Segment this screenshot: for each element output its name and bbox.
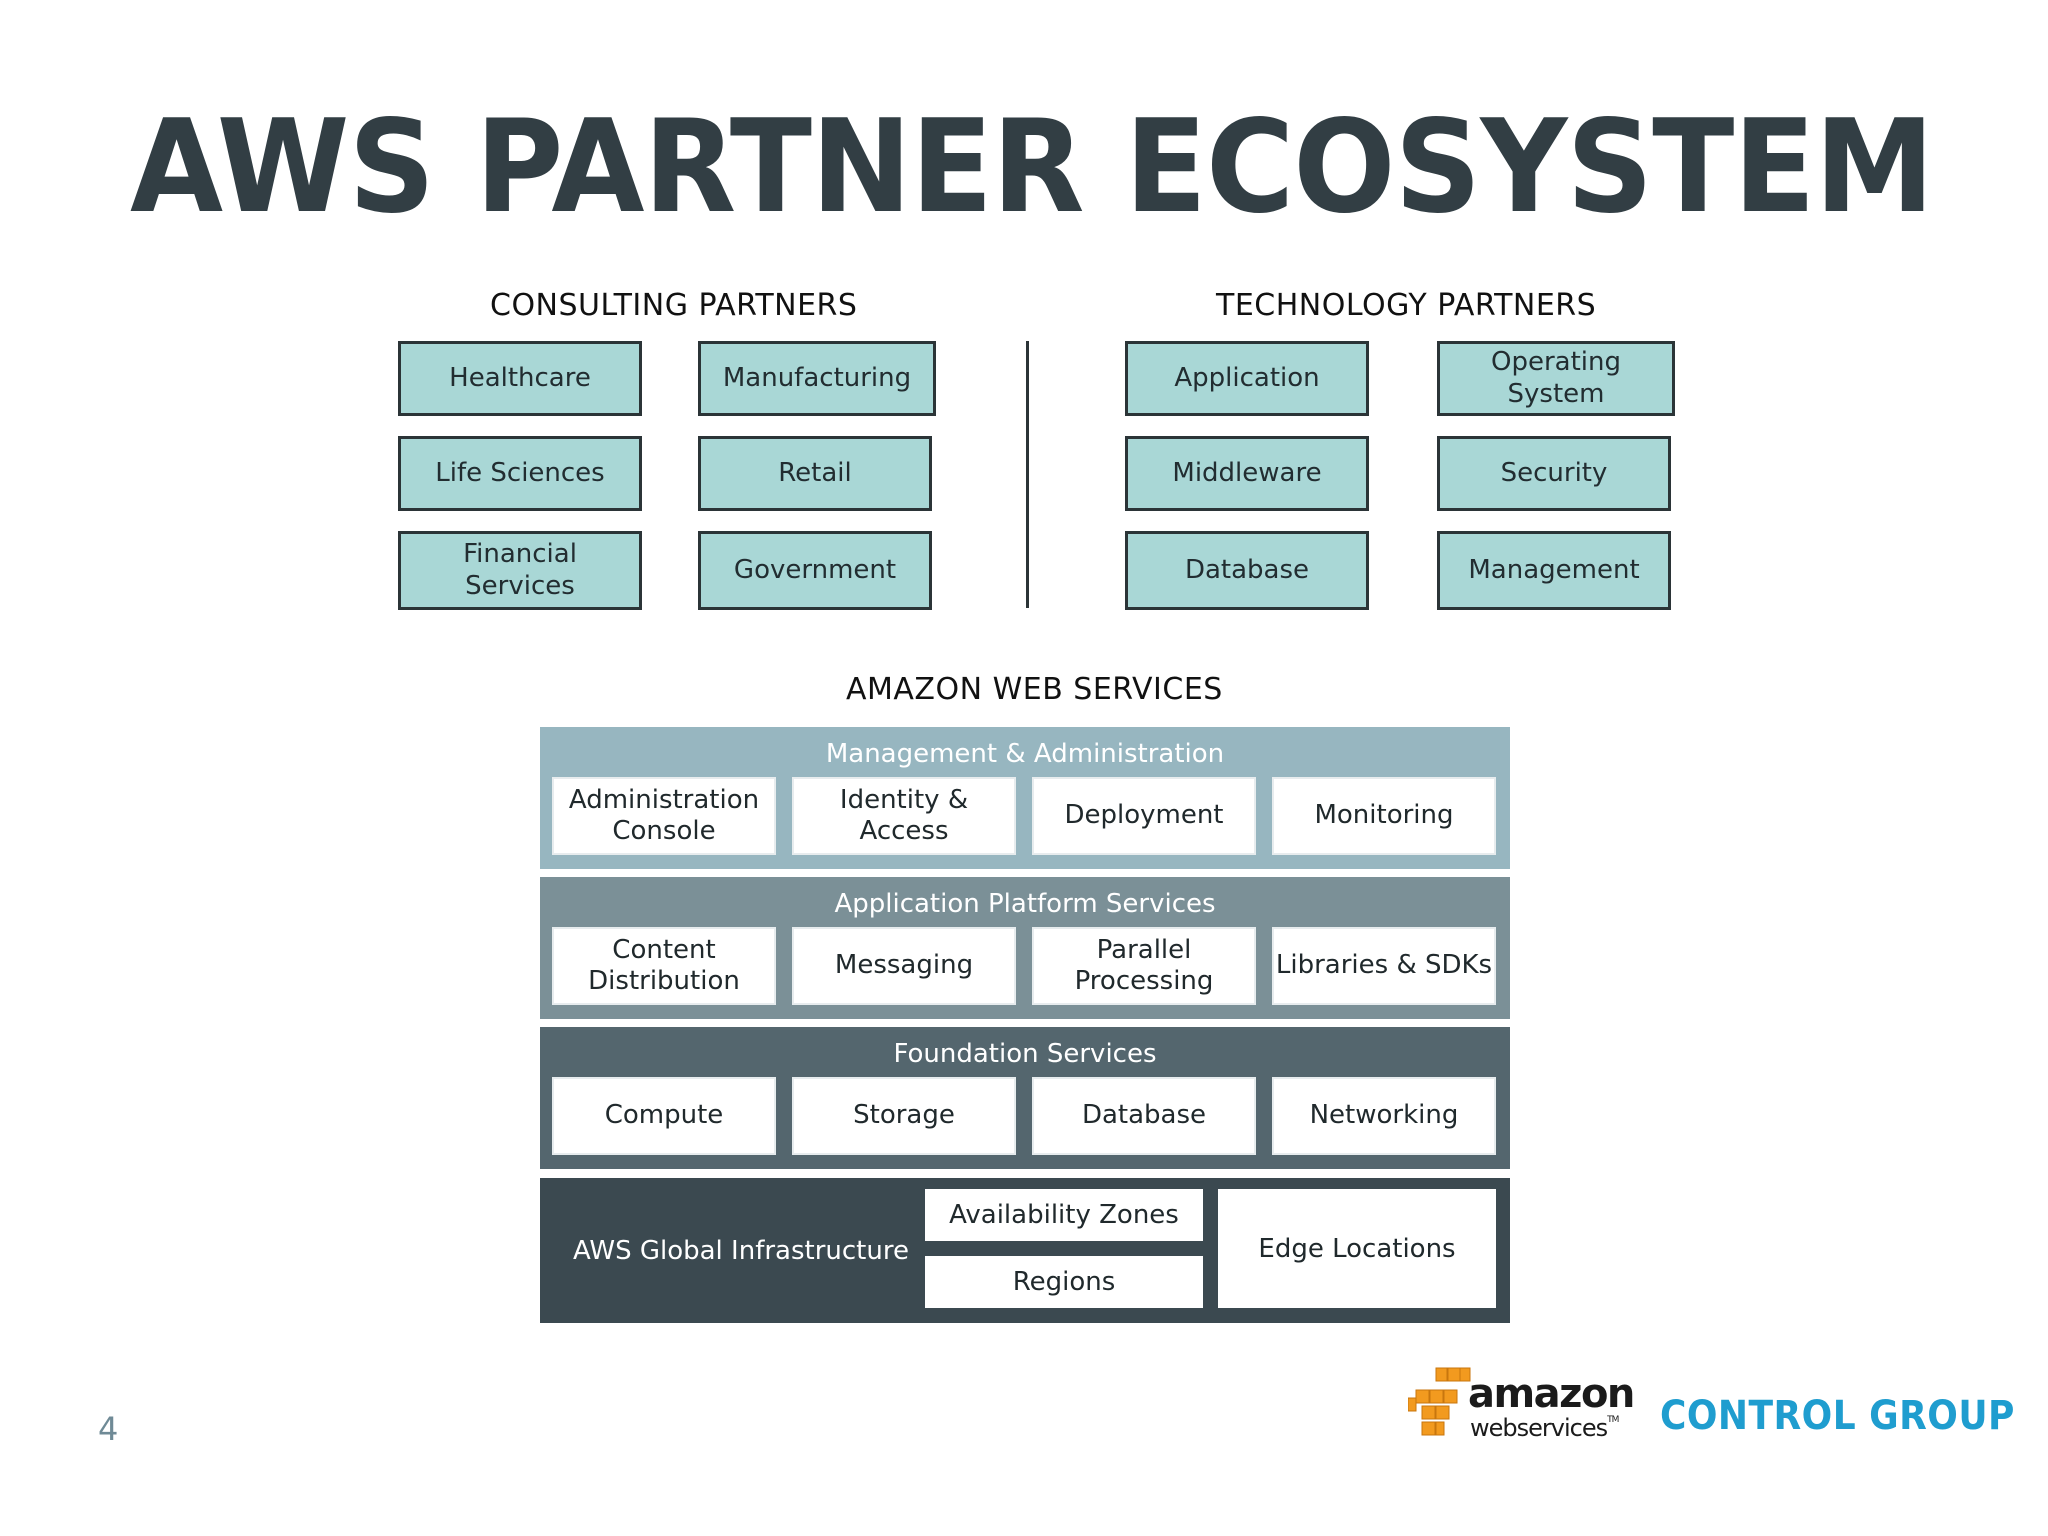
service-label: Messaging bbox=[834, 950, 974, 981]
aws-logo: amazon webservicesTM bbox=[1408, 1360, 1635, 1446]
consulting-partner-box: Life Sciences bbox=[398, 436, 642, 511]
aws-logo-wordmark: amazon bbox=[1468, 1371, 1635, 1417]
consulting-partner-box: Manufacturing bbox=[698, 341, 936, 416]
partner-label: Middleware bbox=[1172, 457, 1322, 488]
service-box: Storage bbox=[792, 1077, 1016, 1155]
partner-label: Life Sciences bbox=[435, 457, 605, 488]
foundation-services-layer-label: Foundation Services bbox=[893, 1039, 1157, 1069]
partner-label: Government bbox=[733, 554, 897, 585]
partner-label: Security bbox=[1500, 457, 1608, 488]
edge-locations-box: Edge Locations bbox=[1218, 1189, 1496, 1308]
service-box: Database bbox=[1032, 1077, 1256, 1155]
management-layer: Management & Administration Administrati… bbox=[540, 727, 1510, 869]
consulting-partner-box: Retail bbox=[698, 436, 932, 511]
page-title: AWS PARTNER ECOSYSTEM bbox=[130, 93, 1934, 242]
technology-partner-box: Middleware bbox=[1125, 436, 1369, 511]
aws-heading: AMAZON WEB SERVICES bbox=[846, 672, 1223, 707]
partner-label: Operating System bbox=[1491, 347, 1621, 409]
technology-partner-box: Security bbox=[1437, 436, 1671, 511]
consulting-partner-box: Healthcare bbox=[398, 341, 642, 416]
technology-partner-box: Database bbox=[1125, 531, 1369, 610]
aws-logo-trademark: TM bbox=[1607, 1415, 1619, 1425]
service-label: Storage bbox=[853, 1100, 955, 1131]
service-label: Database bbox=[1081, 1100, 1207, 1131]
service-label: Compute bbox=[604, 1100, 724, 1131]
application-platform-layer: Application Platform Services Content Di… bbox=[540, 877, 1510, 1019]
partner-label: Retail bbox=[778, 457, 852, 488]
service-box: Monitoring bbox=[1272, 777, 1496, 855]
service-box: Compute bbox=[552, 1077, 776, 1155]
control-group-logo: CONTROL GROUP bbox=[1660, 1393, 2015, 1439]
service-label: Networking bbox=[1309, 1100, 1459, 1131]
technology-partner-box: Application bbox=[1125, 341, 1369, 416]
partner-divider bbox=[1026, 341, 1029, 608]
global-infrastructure-layer: AWS Global Infrastructure Availability Z… bbox=[540, 1178, 1510, 1323]
service-box: Content Distribution bbox=[552, 927, 776, 1005]
consulting-partner-box: Government bbox=[698, 531, 932, 610]
service-label: Identity & Access bbox=[839, 784, 969, 846]
partner-label: Healthcare bbox=[449, 362, 591, 393]
consulting-partners-heading: CONSULTING PARTNERS bbox=[490, 288, 858, 323]
service-box: Deployment bbox=[1032, 777, 1256, 855]
consulting-partner-box: Financial Services bbox=[398, 531, 642, 610]
service-box: Identity & Access bbox=[792, 777, 1016, 855]
service-box: Parallel Processing bbox=[1032, 927, 1256, 1005]
service-box: Messaging bbox=[792, 927, 1016, 1005]
service-label: Content Distribution bbox=[588, 934, 740, 996]
partner-label: Manufacturing bbox=[722, 362, 912, 393]
foundation-services-layer: Foundation Services Compute Storage Data… bbox=[540, 1027, 1510, 1169]
service-box: Libraries & SDKs bbox=[1272, 927, 1496, 1005]
aws-logo-subtext-text: webservices bbox=[1470, 1414, 1608, 1442]
application-platform-layer-label: Application Platform Services bbox=[834, 889, 1216, 919]
management-layer-label: Management & Administration bbox=[825, 739, 1225, 769]
page-number: 4 bbox=[98, 1410, 119, 1448]
service-box: Networking bbox=[1272, 1077, 1496, 1155]
partner-label: Database bbox=[1184, 554, 1310, 585]
service-label: Parallel Processing bbox=[1074, 934, 1214, 996]
aws-logo-subtext: webservicesTM bbox=[1470, 1414, 1619, 1442]
service-label: Deployment bbox=[1064, 800, 1224, 831]
global-infrastructure-label: AWS Global Infrastructure bbox=[573, 1235, 909, 1266]
aws-cubes-icon bbox=[1408, 1367, 1471, 1436]
partner-label: Application bbox=[1174, 362, 1320, 393]
partner-label: Financial Services bbox=[463, 539, 577, 601]
technology-partner-box: Operating System bbox=[1437, 341, 1675, 416]
partner-label: Management bbox=[1468, 554, 1640, 585]
regions-box: Regions bbox=[925, 1256, 1203, 1308]
technology-partners-heading: TECHNOLOGY PARTNERS bbox=[1216, 288, 1597, 323]
service-label: Administration Console bbox=[568, 784, 760, 846]
availability-zones-box: Availability Zones bbox=[925, 1189, 1203, 1241]
technology-partner-box: Management bbox=[1437, 531, 1671, 610]
service-label: Monitoring bbox=[1314, 800, 1454, 831]
service-label: Libraries & SDKs bbox=[1275, 950, 1493, 981]
service-box: Administration Console bbox=[552, 777, 776, 855]
